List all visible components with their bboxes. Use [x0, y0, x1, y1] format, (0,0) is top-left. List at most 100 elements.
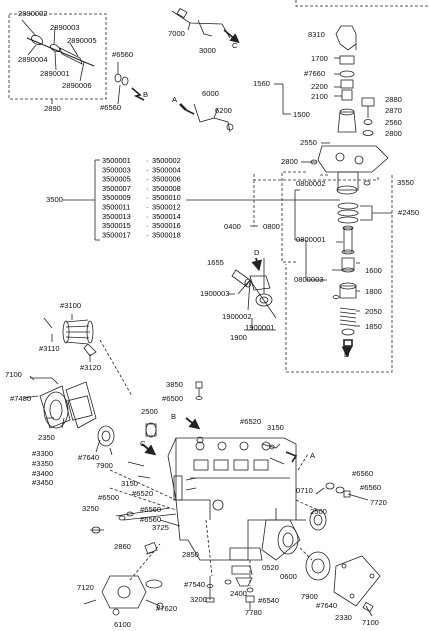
label-6100: 6100 — [114, 620, 131, 629]
label-6560-d: #6560 — [360, 483, 382, 492]
label-1900002: 1900002 — [222, 312, 252, 321]
bellow-3100-drawing — [43, 314, 97, 362]
label-0800001: 0800001 — [296, 235, 326, 244]
label-7900-b: 7900 — [301, 592, 318, 601]
lower-components-drawing — [83, 551, 381, 617]
label-2890002: 2890002 — [18, 9, 48, 18]
label-2890: 2890 — [44, 104, 61, 113]
label-1850: 1850 — [365, 322, 382, 331]
label-2550: 2550 — [300, 138, 317, 147]
label-b-top: B — [143, 90, 149, 99]
part-table-separator: · — [146, 193, 148, 202]
label-3550: 3550 — [397, 178, 414, 187]
label-1500: 1500 — [293, 110, 310, 119]
label-2890004: 2890004 — [18, 55, 48, 64]
part-table-separator: · — [146, 165, 148, 174]
label-2800-b: 2800 — [281, 157, 298, 166]
label-7620: #7620 — [156, 604, 178, 613]
label-6540: #6540 — [258, 596, 280, 605]
label-2890005: 2890005 — [67, 36, 97, 45]
part-table-separator: · — [146, 230, 148, 239]
lever-3000-drawing — [171, 7, 240, 44]
label-3150-a: 3150 — [267, 423, 284, 432]
label-2800-a: 2800 — [385, 129, 402, 138]
part-table-bracket — [62, 159, 340, 241]
label-3150-b: 3150 — [121, 479, 138, 488]
label-7120: 7120 — [77, 583, 94, 592]
label-7640-a: #7640 — [78, 453, 100, 462]
label-1900: 1900 — [230, 333, 247, 342]
label-7100-b: 7100 — [362, 618, 379, 627]
part-table-cell: 3500015 — [102, 221, 131, 230]
part-table-cell: 3500004 — [152, 165, 181, 174]
label-0800003: 0800003 — [294, 275, 324, 284]
label-3300: #3300 — [32, 449, 54, 458]
part-table-cell: 3500006 — [152, 175, 181, 184]
label-6560-e: #6560 — [140, 505, 162, 514]
label-7000: 7000 — [168, 29, 185, 38]
label-c-mid: C — [140, 439, 146, 448]
washer-6560-drawing — [114, 62, 145, 105]
label-2860: 2860 — [114, 542, 131, 551]
label-d-mid: D — [254, 248, 260, 257]
engine-block-drawing — [167, 436, 301, 575]
label-1560: 1560 — [253, 79, 270, 88]
label-d-bottom: D — [344, 350, 350, 359]
label-2500-a: 2500 — [141, 407, 158, 416]
label-2330: 2330 — [335, 613, 352, 622]
label-3725: 3725 — [152, 523, 169, 532]
label-2880: 2880 — [385, 95, 402, 104]
label-6560-c: #6560 — [352, 469, 374, 478]
label-3850: 3850 — [166, 380, 183, 389]
plunger-1900-drawing — [228, 258, 277, 331]
label-7640-b: #7640 — [316, 601, 338, 610]
fittings-drawing — [90, 381, 369, 554]
part-table-cell: 3500010 — [152, 193, 181, 202]
label-6000: 6000 — [202, 89, 219, 98]
label-2100: 2100 — [311, 92, 328, 101]
shaft-2890-drawing — [21, 19, 95, 82]
label-2560: 2560 — [385, 118, 402, 127]
label-1600: 1600 — [365, 266, 382, 275]
label-b-mid: B — [171, 412, 177, 421]
label-a-top: A — [172, 95, 178, 104]
label-a-mid: A — [310, 451, 316, 460]
cable-6000-drawing — [179, 103, 234, 133]
label-2890001: 2890001 — [40, 69, 70, 78]
label-1900003: 1900003 — [200, 289, 230, 298]
part-table-cell: 3500012 — [152, 203, 181, 212]
label-2870: 2870 — [385, 106, 402, 115]
label-1900001: 1900001 — [245, 323, 275, 332]
pump-group-box — [285, 175, 393, 373]
part-table-separator: · — [146, 221, 148, 230]
label-6520-b: #6520 — [132, 489, 154, 498]
part-table: 3500001·35000023500003·35000043500005·35… — [102, 156, 181, 239]
group-2890-box — [8, 13, 107, 100]
label-3100: #3100 — [60, 301, 82, 310]
label-7900-a: 7900 — [96, 461, 113, 470]
part-table-cell: 3500009 — [102, 193, 131, 202]
part-table-cell: 3500018 — [152, 230, 181, 239]
label-c-top: C — [232, 41, 238, 50]
part-table-cell: 3500007 — [102, 184, 131, 193]
part-table-cell: 3500014 — [152, 212, 181, 221]
label-6560-b: #6560 — [100, 103, 122, 112]
label-7540: #7540 — [184, 580, 206, 589]
part-table-cell: 3500002 — [152, 156, 181, 165]
label-0800002: 0800002 — [296, 179, 326, 188]
label-7660: #7660 — [304, 69, 326, 78]
label-7100-a: 7100 — [5, 370, 22, 379]
part-table-cell: 3500013 — [102, 212, 131, 221]
part-table-cell: 3500011 — [102, 203, 130, 212]
part-table-separator: · — [146, 212, 148, 221]
part-table-cell: 3500003 — [102, 165, 131, 174]
part-table-separator: · — [146, 175, 148, 184]
part-table-cell: 3500001 — [102, 156, 131, 165]
leader-lines — [99, 339, 319, 586]
label-2200: 2200 — [311, 82, 328, 91]
label-2350: 2350 — [38, 433, 55, 442]
part-table-separator: · — [146, 203, 148, 212]
label-3120: #3120 — [80, 363, 102, 372]
label-0520: 0520 — [262, 563, 279, 572]
label-7780: 7780 — [245, 608, 262, 617]
